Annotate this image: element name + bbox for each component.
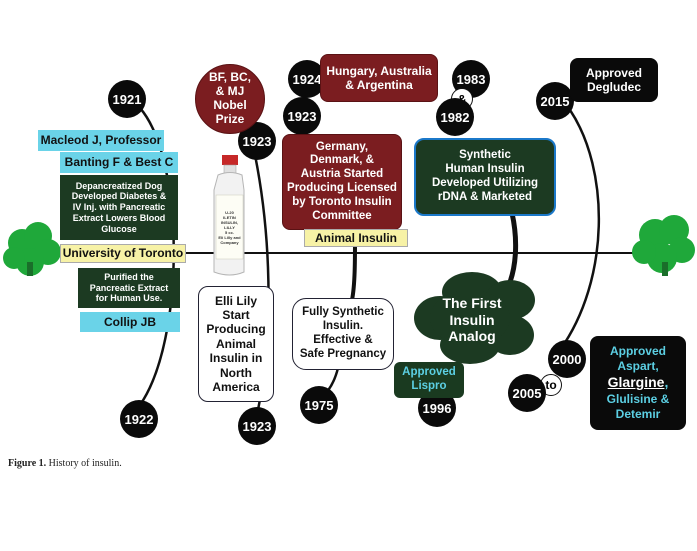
aspart-glargine-box: Approved Aspart, Glargine, Glulisine & D… [590,336,686,430]
tree-right-icon [632,215,695,276]
year-1924: 1924 [288,60,326,98]
insulin-bottle-icon [213,155,245,276]
elli-lily-box: Elli Lily Start Producing Animal Insulin… [198,286,274,402]
aspart-line1: Approved [609,344,666,359]
cloud-shape [414,272,535,364]
collip-box: Collip JB [80,312,180,332]
hungary-box: Hungary, Australia & Argentina [320,54,438,102]
aspart-line2: Aspart, [617,359,659,374]
lispro-box: Approved Lispro [394,362,464,398]
macleod-box: Macleod J, Professor [38,130,164,151]
germany-box: Germany, Denmark, & Austria Started Prod… [282,134,402,230]
figure-caption: Figure 1. History of insulin. [8,458,122,469]
year-2000: 2000 [548,340,586,378]
first-analog-text: The First Insulin Analog [442,294,502,345]
animal-insulin-label: Animal Insulin [304,229,408,247]
glargine-comma: , [664,374,669,391]
glargine-text: Glargine [607,374,665,391]
year-1982: 1982 [436,98,474,136]
purified-box: Purified the Pancreatic Extract for Huma… [78,268,180,308]
caption-prefix: Figure 1. [8,458,47,469]
depancreatized-box: Depancreatized Dog Developed Diabetes & … [60,175,178,240]
glargine-line: Glargine, [608,374,669,392]
fully-synthetic-box: Fully Synthetic Insulin. Effective & Saf… [292,298,394,370]
to-text: to [545,378,557,392]
degludec-box: Approved Degludec [570,58,658,102]
banting-box: Banting F & Best C [60,152,178,173]
branch-germany [350,239,357,301]
synthetic-human-box: Synthetic Human Insulin Developed Utiliz… [414,138,556,216]
nobel-prize-circle: BF, BC, & MJ Nobel Prize [195,64,265,134]
bottle-label: U-20 ILETIN INSULIN, LILLY 5 cc. Eli Lil… [218,209,241,245]
glulisine-line: Glulisine & Detemir [606,391,670,421]
year-1923-germany: 1923 [283,97,321,135]
year-1975: 1975 [300,386,338,424]
caption-text: History of insulin. [46,458,122,469]
year-2015: 2015 [536,82,574,120]
branch-1982 [507,212,519,283]
year-2005: 2005 [508,374,546,412]
year-1922: 1922 [120,400,158,438]
university-of-toronto-label: University of Toronto [60,244,186,263]
year-1921: 1921 [108,80,146,118]
year-1923-bottom: 1923 [238,407,276,445]
tree-left-icon [3,222,61,276]
branch-2015 [558,109,601,351]
